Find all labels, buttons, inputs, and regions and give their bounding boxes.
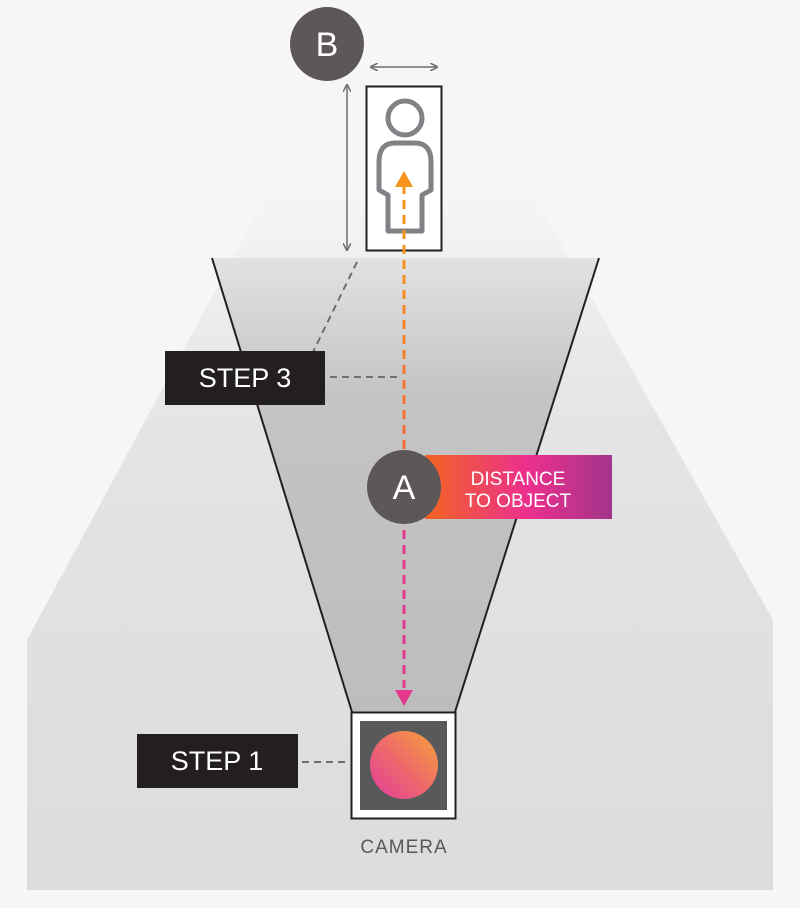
step3-leader-diagonal bbox=[312, 261, 358, 353]
arrowhead-down-icon bbox=[395, 690, 413, 706]
step3-label-box bbox=[165, 351, 325, 405]
distance-label-line2: TO OBJECT bbox=[465, 491, 572, 512]
marker-a-letter: A bbox=[393, 469, 416, 507]
camera-icon bbox=[350, 711, 457, 820]
step1-label-box bbox=[137, 734, 298, 788]
marker-a bbox=[367, 450, 441, 524]
distance-label-line1: DISTANCE bbox=[471, 469, 566, 490]
marker-b-letter: B bbox=[316, 26, 339, 64]
marker-b bbox=[290, 7, 364, 81]
person-icon bbox=[376, 98, 434, 234]
arrowhead-up-icon bbox=[395, 171, 413, 187]
cone-edge-left bbox=[211, 257, 353, 713]
distance-label-box bbox=[425, 455, 612, 519]
step3-label: STEP 3 bbox=[199, 363, 292, 393]
camera-label: CAMERA bbox=[360, 837, 447, 858]
step1-label: STEP 1 bbox=[171, 746, 264, 776]
